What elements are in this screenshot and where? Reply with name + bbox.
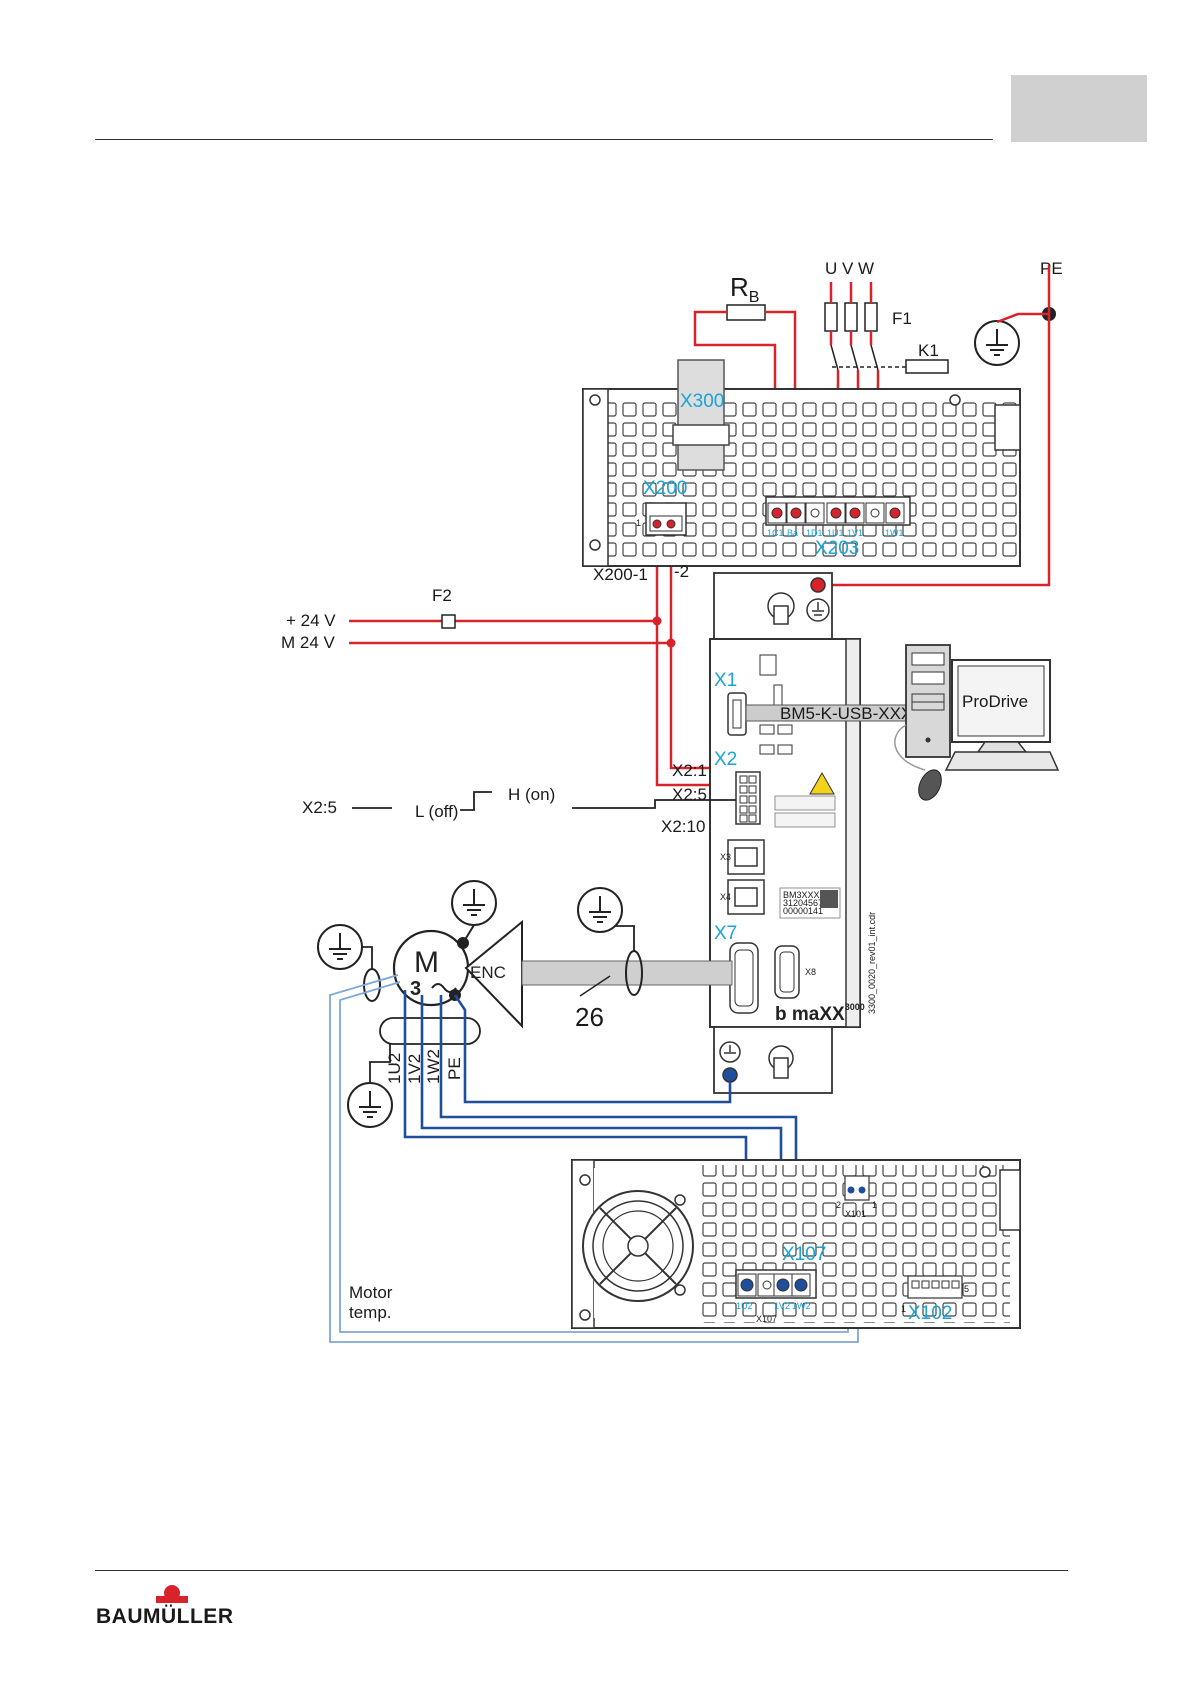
product-name-main: b maXX [775,1004,845,1025]
x107-term-1u2: 1U2 [736,1301,753,1311]
enable-high-label: H (on) [508,785,555,804]
x2-label: X2 [714,749,737,770]
footer-rule [95,1570,1068,1571]
x200-label: X200 [643,478,687,499]
m-24v-label: M 24 V [281,633,336,652]
x107-bottom-label: X107 [756,1314,777,1324]
x107-term-1v2: 1V2 [774,1301,790,1311]
x107-term-1w2: 1W2 [792,1301,811,1311]
x203-term-1v1: 1V1 [847,528,863,538]
x203-term-ba: Ba [787,528,798,538]
x4-label: X4 [720,892,731,902]
product-label-line3: 00000141 [783,906,823,916]
x101-connector [844,1175,870,1201]
enable-low-label: L (off) [415,802,458,821]
lead-1w2: 1W2 [424,1049,443,1084]
x101-pin2: 2 [836,1200,841,1210]
fuse-f1-label: F1 [892,309,912,328]
filter-unit: 1U2 1V2 1W2 X107 X107 2 1 X101 1 5 X102 [571,1159,1021,1329]
x7-label: X7 [714,923,737,944]
motor-temp-line2: temp. [349,1303,392,1322]
page-corner-tab [1011,75,1147,142]
pc-icon [894,644,1060,801]
x200-1-label: X200-1 [593,565,648,584]
temp-shield-ground-icon [317,924,363,970]
product-name: b maXX3000 [775,1002,865,1025]
fuse-icon [844,302,858,332]
x1-label: X1 [714,670,737,691]
motor-phase-label: 3 [410,978,421,1000]
product-name-sup: 3000 [845,1002,865,1012]
enable-signal [352,791,736,811]
power-wiring [349,265,1051,787]
controller-unit: X1 X2 X3 X4 BM3XXX [709,572,865,1094]
x107-label: X107 [782,1244,826,1265]
x300-label: X300 [680,391,724,412]
drawing-id: 3300_0020_rev01_int.cdr [867,912,877,1014]
phases-label: U V W [825,259,874,278]
encoder-label: ENC [470,963,506,982]
x2-10-label: X2:10 [661,817,705,836]
product-label-line1: BM3XXX [783,890,820,900]
brake-resistor-label: RB [730,272,759,306]
x102-pin1: 1 [901,1304,906,1314]
plus-24v-label: + 24 V [286,611,336,630]
header-rule [95,139,993,140]
cable-number: 26 [575,1002,604,1032]
fuse-f2-label: F2 [432,586,452,605]
enable-x2-5-label: X2:5 [302,798,337,817]
brake-resistor-subscript: B [749,289,760,306]
x203-term-1c1: 1C1 [767,528,784,538]
lead-1v2: 1V2 [405,1054,424,1084]
logo-mark-icon [156,1585,188,1603]
x101-label: X101 [845,1209,866,1219]
lead-1u2: 1U2 [385,1053,404,1084]
fuse-f2-icon [441,614,456,629]
supply-section: U V W PE RB F1 K1 [726,259,1063,374]
x203-term-1d1: 1D1 [806,528,823,538]
fuse-icon [864,302,878,332]
lead-pe: PE [445,1057,464,1080]
contactor-k1-label: K1 [918,341,939,360]
contactor-coil-icon [905,359,949,374]
x102-pin5: 5 [964,1284,969,1294]
brake-resistor-icon [726,304,766,321]
usb-cable-label: BM5-K-USB-XXX [780,704,912,723]
motor-ground-icon [451,880,497,926]
x200-2-label: -2 [674,562,689,581]
product-label-line2: 312045678 [783,898,828,908]
x203-term-1u1: 1U1 [827,528,844,538]
motor-temp-line1: Motor [349,1283,393,1302]
logo-text: BAUMÜLLER [96,1605,234,1628]
x8-label: X8 [805,967,816,977]
prodrive-label: ProDrive [962,692,1028,711]
x102-label: X102 [908,1303,952,1324]
brake-resistor-letter: R [730,272,749,302]
x2-5-label: X2:5 [672,785,707,804]
fuse-icon [824,302,838,332]
motor-cable-ground-icon [347,1082,393,1128]
pe-label: PE [1040,259,1063,278]
x203-label: X203 [815,538,859,559]
cable-shield-ground-icon [577,887,623,933]
x200-pin1: 1 [636,518,641,528]
x203-term-1w1: 1W1 [885,528,904,538]
x3-label: X3 [720,852,731,862]
x101-pin1: 1 [872,1200,877,1210]
x2-1-label: X2:1 [672,761,707,780]
motor-m-label: M [414,946,439,979]
power-unit: X300 X200 1 1C1 Ba 1D1 1U1 1V1 1W1 X203 [582,359,1021,567]
motor: M 3 ENC [392,880,523,1029]
brand-logo: BAUMÜLLER [96,1583,246,1633]
ground-icon [974,320,1020,366]
